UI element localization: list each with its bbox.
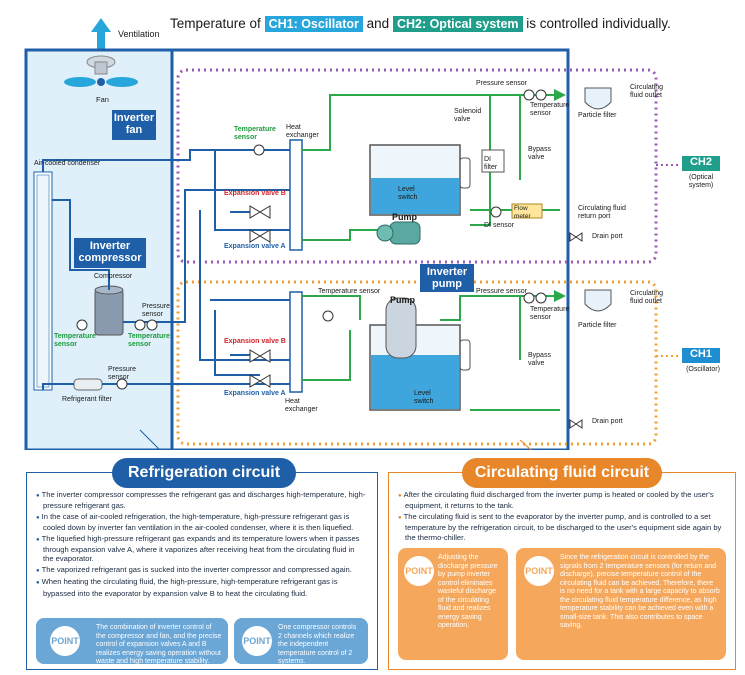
ch1-tank [369,297,471,411]
pump-ch1-label: Pump [390,295,416,305]
condenser-label: Air-cooled condenser [34,160,101,167]
header-suffix: is controlled individually. [526,16,671,31]
expansion-valve-b-ch1-label: Expansion valve B [224,338,286,345]
di-filter-icon [481,149,505,173]
ch1-outlet-label: Circulating fluid outlet [630,290,664,305]
di-filter-label: DI filter [484,156,498,171]
pump-ch2-label: Pump [392,212,418,222]
circulating-title: Circulating fluid circuit [462,458,662,488]
ch1-side-tag: CH1 [682,348,720,363]
refrigeration-bullet: The inverter compressor compresses the r… [36,490,366,511]
drain-port-ch2-label: Drain port [592,233,623,240]
refrigeration-bullet: The vaporized refrigerant gas is sucked … [36,565,366,576]
compressor-label: Compressor [94,273,133,280]
point-badge: POINT [50,626,80,656]
fan-label: Fan [96,95,109,104]
bypass-valve-ch1-label: Bypass valve [528,352,551,367]
refrigeration-point-2: POINT One compressor controls 2 channels… [234,618,368,665]
temp-sensor-ch2-out-label: Temperature sensor [530,102,570,117]
ch2-tag: CH2: Optical system [392,16,523,32]
ch1-sub-label: (Oscillator) [686,366,720,373]
refrigeration-bullet: The liquefied high-pressure refrigerant … [36,534,366,564]
ventilation-label: Ventilation [118,29,160,39]
temp-sensor-ch2-label: Temperature sensor [234,126,276,141]
ch1-fluid-pipes [302,290,566,411]
expansion-valve-a-ch2-label: Expansion valve A [224,243,286,250]
ch2-zone [176,68,658,264]
inverter-pump-box: Inverter pump [420,264,474,292]
ch1-tag: CH1: Oscillator [264,16,363,32]
ch2-outlet-label: Circulating fluid outlet [630,84,664,99]
fan-icon [64,55,138,87]
level-switch-ch1-label: Level switch [414,390,434,405]
flow-meter-label: Flow meter [514,205,531,220]
ch2-tank [369,144,471,216]
refrigeration-point-1: POINT The combination of inverter contro… [36,618,228,665]
circulating-point-2-text: Since the refrigeration circuit is contr… [560,554,720,629]
ch2-sub-label: (Optical system) [688,174,714,189]
refrigeration-bullets: The inverter compressor compresses the r… [36,490,366,599]
circulating-point-2: POINT Since the refrigeration circuit is… [516,548,726,660]
particle-filters [584,87,612,312]
inverter-fan-box: Inverter fan [112,110,156,140]
refrigeration-point-2-text: One compressor controls 2 channels which… [278,624,357,665]
particle-filter-ch2-label: Particle filter [578,112,617,119]
ventilation-arrow [91,18,111,50]
pressure-sensor-ch2-label: Pressure sensor [476,80,527,87]
ch2-side-tag: CH2 [682,156,720,171]
pressure-sensor-ch1-label: Pressure sensor [476,288,527,295]
drain-port-ch1-label: Drain port [592,418,623,425]
ch1-zone [176,280,658,446]
di-sensor-label: DI sensor [484,222,514,229]
circulating-point-1-text: Adjusting the discharge pressure by pump… [438,554,498,629]
drain-ports [569,232,583,429]
pressure-sensor-comp-label: Pressure sensor [142,303,171,318]
header-prefix: Temperature of [170,16,261,31]
point-badge: POINT [524,556,554,586]
circulating-point-1: POINT Adjusting the discharge pressure b… [398,548,508,660]
level-switch-ch2-label: Level switch [398,186,418,201]
ch2-pump-icon [376,221,421,245]
circulating-bullet: The circulating fluid is sent to the eva… [398,512,724,542]
system-diagram [24,18,680,450]
inverter-compressor-box: Inverter compressor [74,238,146,268]
flow-meter-icon [511,203,543,219]
particle-filter-ch1-label: Particle filter [578,322,617,329]
compressor-icon [94,285,124,336]
expansion-valve-a-ch1-label: Expansion valve A [224,390,286,397]
refrigerant-filter-label: Refrigerant filter [62,396,112,403]
temp-sensor-left-label: Temperature sensor [54,333,96,348]
solenoid-valve-label: Solenoid valve [454,108,482,123]
circulating-bullet: After the circulating fluid discharged f… [398,490,724,511]
refrigeration-point-1-text: The combination of inverter control of t… [96,624,222,665]
heat-exchanger-ch2 [289,139,303,251]
header-line: Temperature of CH1: Oscillator and CH2: … [170,16,671,32]
ch2-return-label: Circulating fluid return port [578,205,626,220]
sensors [76,89,547,390]
point-badge: POINT [242,626,272,656]
expansion-valves [249,205,271,388]
pressure-sensor-filter-label: Pressure sensor [108,366,137,381]
expansion-valve-b-ch2-label: Expansion valve B [224,190,286,197]
heat-exchanger-ch1 [289,291,303,393]
circulating-bullets: After the circulating fluid discharged f… [398,490,724,543]
refrigeration-title: Refrigeration circuit [112,458,296,488]
temp-sensor-right-label: Temperature sensor [128,333,170,348]
heat-exchanger-ch2-label: Heat exchanger [286,124,319,139]
point-badge: POINT [404,556,434,586]
temp-sensor-ch1-out-label: Temperature sensor [530,306,570,321]
temp-sensor-ch1-label: Temperature sensor [318,288,381,295]
header-and: and [366,16,390,31]
refrigeration-bullet: When heating the circulating fluid, the … [36,577,366,598]
heat-exchanger-ch1-label: Heat exchanger [285,398,318,413]
refrigeration-bullet: In the case of air-cooled refrigeration,… [36,512,366,533]
bypass-valve-ch2-label: Bypass valve [528,146,551,161]
